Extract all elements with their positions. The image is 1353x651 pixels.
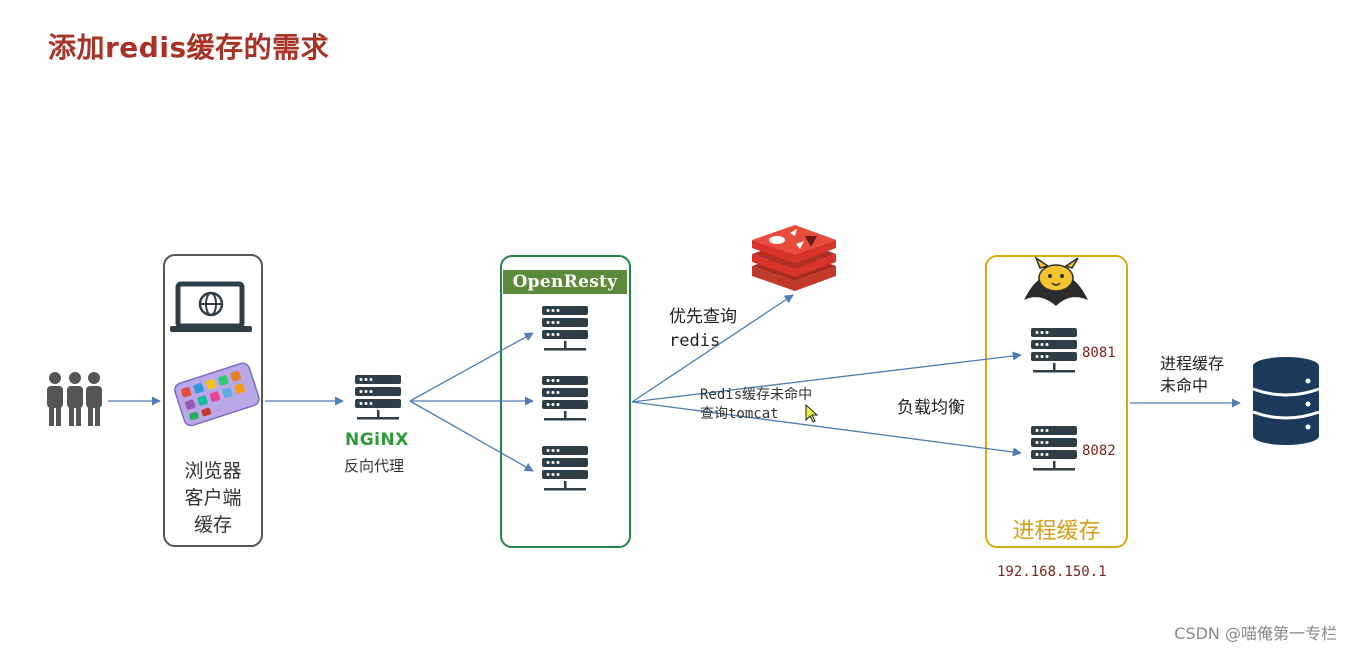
tomcat-server-8082-icon [1031, 426, 1077, 471]
arrow-nginx-to-server3 [409, 400, 534, 472]
nginx-subtitle: 反向代理 [344, 457, 405, 475]
browser-line-1: 浏览器 [184, 460, 242, 482]
miss-edge-line-2: 查询tomcat [700, 406, 779, 422]
watermark: CSDN @喵俺第一专栏 [1174, 624, 1337, 643]
cursor-icon [805, 403, 819, 423]
browser-line-3: 缓存 [193, 514, 232, 536]
arrow-openresty-to-8081 [631, 351, 1022, 403]
redis-edge-line-2: redis [669, 331, 721, 351]
db-edge-line-1: 进程缓存 [1160, 354, 1225, 373]
users-icon [47, 372, 102, 426]
browser-line-2: 客户端 [184, 487, 242, 509]
page-title: 添加redis缓存的需求 [48, 31, 330, 64]
miss-edge-label: Redis缓存未命中 查询tomcat [700, 386, 812, 424]
tomcat-box [985, 255, 1128, 548]
openresty-server-1-icon [542, 306, 588, 351]
arrows [108, 294, 1241, 472]
openresty-server-3-icon [542, 446, 588, 491]
port-8082-label: 8082 [1082, 443, 1116, 459]
phone-icon [174, 362, 260, 427]
redis-icon [752, 225, 836, 291]
browser-cache-label: 浏览器 客户端 缓存 [165, 458, 261, 539]
process-cache-title: 进程缓存 [1012, 519, 1101, 544]
db-edge-line-2: 未命中 [1160, 376, 1209, 395]
db-edge-label: 进程缓存 未命中 [1160, 353, 1224, 397]
tomcat-ip: 192.168.150.1 [997, 564, 1107, 580]
nginx-logo-text: NGiNX [345, 430, 409, 450]
openresty-server-2-icon [542, 376, 588, 421]
browser-cache-box [163, 254, 263, 547]
miss-edge-line-1: Redis缓存未命中 [700, 387, 813, 403]
laptop-globe-icon [170, 281, 252, 332]
arrow-openresty-to-redis [631, 294, 794, 403]
database-icon [1252, 357, 1320, 445]
arrow-nginx-to-server1 [409, 332, 534, 402]
redis-edge-label: 优先查询 redis [669, 305, 737, 353]
tomcat-icon [1024, 256, 1088, 306]
redis-edge-line-1: 优先查询 [669, 307, 737, 327]
nginx-server-icon [355, 375, 401, 420]
port-8081-label: 8081 [1082, 345, 1116, 361]
openresty-label: OpenResty [503, 270, 627, 294]
arrow-openresty-to-8082 [631, 401, 1022, 457]
tomcat-server-8081-icon [1031, 328, 1077, 373]
load-balance-label: 负载均衡 [897, 398, 965, 418]
